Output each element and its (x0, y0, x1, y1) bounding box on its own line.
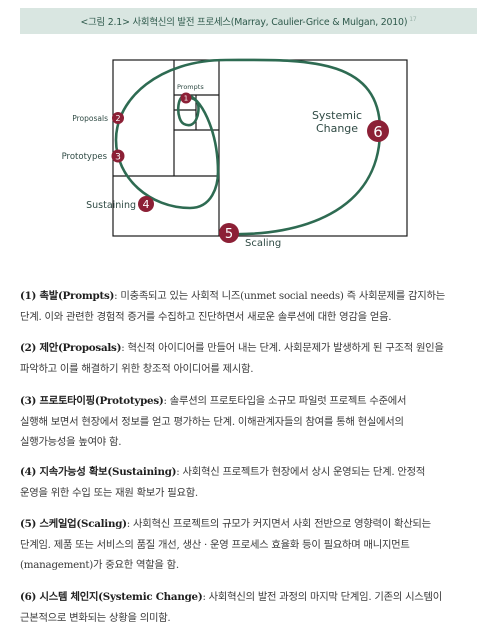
badge-circle (180, 92, 192, 104)
stage-text-line: 실행해 보면서 현장에서 정보를 얻고 평가하는 단계. 이해관계자들의 참여를… (20, 415, 404, 428)
stage-text-line: 운영을 위한 수입 또는 재원 확보가 필요함. (20, 486, 198, 499)
label-change: Change (316, 122, 358, 135)
label-prototypes: Prototypes (62, 152, 108, 162)
badge-number: 2 (115, 114, 120, 123)
badge-number: 5 (225, 227, 233, 242)
stage-heading: (3) 프로토타이핑(Prototypes) (20, 395, 164, 407)
label-systemic: Systemic (312, 109, 362, 122)
stage-text-line: (management)가 중요한 역할을 함. (20, 559, 179, 571)
label-prompts: Prompts (177, 83, 204, 91)
badge-circle (111, 149, 125, 163)
stage-item-3: (3) 프로토타이핑(Prototypes): 솔루션의 프로토타입을 소규모 … (20, 391, 482, 453)
stage-heading: (6) 시스템 체인지(Systemic Change) (20, 591, 203, 603)
innovation-spiral-diagram: 1 2 3 4 5 6 Prompts Proposals Prototypes… (62, 58, 408, 249)
stage-heading: (5) 스케일업(Scaling) (20, 518, 127, 530)
label-scaling: Scaling (245, 238, 281, 249)
badge-circle (367, 120, 389, 142)
figure-caption-text: <그림 2.1> 사회혁신의 발전 프로세스(Marray, Caulier-G… (80, 17, 408, 28)
grid-outer-rect (112, 59, 408, 237)
stage-badge-5: 5 (219, 223, 239, 243)
stage-item-1: (1) 촉발(Prompts): 미충족되고 있는 사회적 니즈(unmet s… (20, 286, 482, 327)
stage-text-line: : 사회혁신 프로젝트가 현장에서 상시 운영되는 단계. 안정적 (176, 466, 426, 478)
stage-badge-3: 3 (111, 149, 125, 163)
stage-badge-2: 2 (112, 112, 124, 124)
stage-text-line: : 사회혁신 프로젝트의 규모가 커지면서 사회 전반으로 영향력이 확산되는 (126, 518, 431, 530)
stage-item-2: (2) 제안(Proposals): 혁신적 아이디어를 만들어 내는 단계. … (20, 338, 482, 379)
badge-circle (138, 196, 154, 212)
golden-spiral (114, 58, 382, 236)
stage-item-5: (5) 스케일업(Scaling): 사회혁신 프로젝트의 규모가 커지면서 사… (20, 514, 482, 576)
stage-badge-1: 1 (180, 92, 192, 104)
badge-circle (112, 112, 124, 124)
stage-item-6: (6) 시스템 체인지(Systemic Change): 사회혁신의 발전 과… (20, 587, 482, 628)
badge-number: 4 (143, 198, 150, 211)
stage-item-4: (4) 지속가능성 확보(Sustaining): 사회혁신 프로젝트가 현장에… (20, 462, 482, 503)
badge-circle (219, 223, 239, 243)
badge-number: 3 (115, 153, 121, 163)
stage-text-line: : 사회혁신의 발전 과정의 마지막 단계임. 기존의 시스템이 (202, 591, 442, 603)
stage-text-line: 단계임. 제품 또는 서비스의 품질 개선, 생산 · 운영 프로세스 효율화 … (20, 538, 410, 551)
stage-text-line: 파악하고 이를 해결하기 위한 창조적 아이디어를 제시함. (20, 362, 254, 375)
stage-text-line: : 솔루션의 프로토타입을 소규모 파일럿 프로젝트 수준에서 (163, 395, 407, 407)
stage-heading: (2) 제안(Proposals) (20, 342, 122, 354)
footnote-marker: 17 (409, 15, 417, 23)
stage-text-line: : 미충족되고 있는 사회적 니즈(unmet social needs) 즉 … (114, 290, 445, 302)
stage-text-line: : 혁신적 아이디어를 만들어 내는 단계. 사회문제가 발생하게 된 구조적 … (121, 342, 444, 354)
figure-caption: <그림 2.1> 사회혁신의 발전 프로세스(Marray, Caulier-G… (80, 14, 416, 28)
stage-text-line: 근본적으로 변화되는 상황을 의미함. (20, 611, 171, 624)
badge-number: 6 (373, 123, 383, 141)
badge-number: 1 (184, 95, 188, 103)
figure-caption-bar: <그림 2.1> 사회혁신의 발전 프로세스(Marray, Caulier-G… (20, 8, 477, 34)
stage-text-line: 단계. 이와 관련한 경험적 증거를 수집하고 진단하면서 새로운 솔루션에 대… (20, 310, 392, 323)
stage-heading: (1) 촉발(Prompts) (20, 290, 115, 302)
stage-badge-6: 6 (367, 120, 389, 142)
fibonacci-grid (112, 59, 408, 237)
label-proposals: Proposals (72, 114, 108, 123)
stage-text-line: 실행가능성을 높여야 함. (20, 436, 122, 448)
stage-badge-4: 4 (138, 196, 154, 212)
label-sustaining: Sustaining (86, 200, 136, 211)
stage-heading: (4) 지속가능성 확보(Sustaining) (20, 466, 177, 478)
